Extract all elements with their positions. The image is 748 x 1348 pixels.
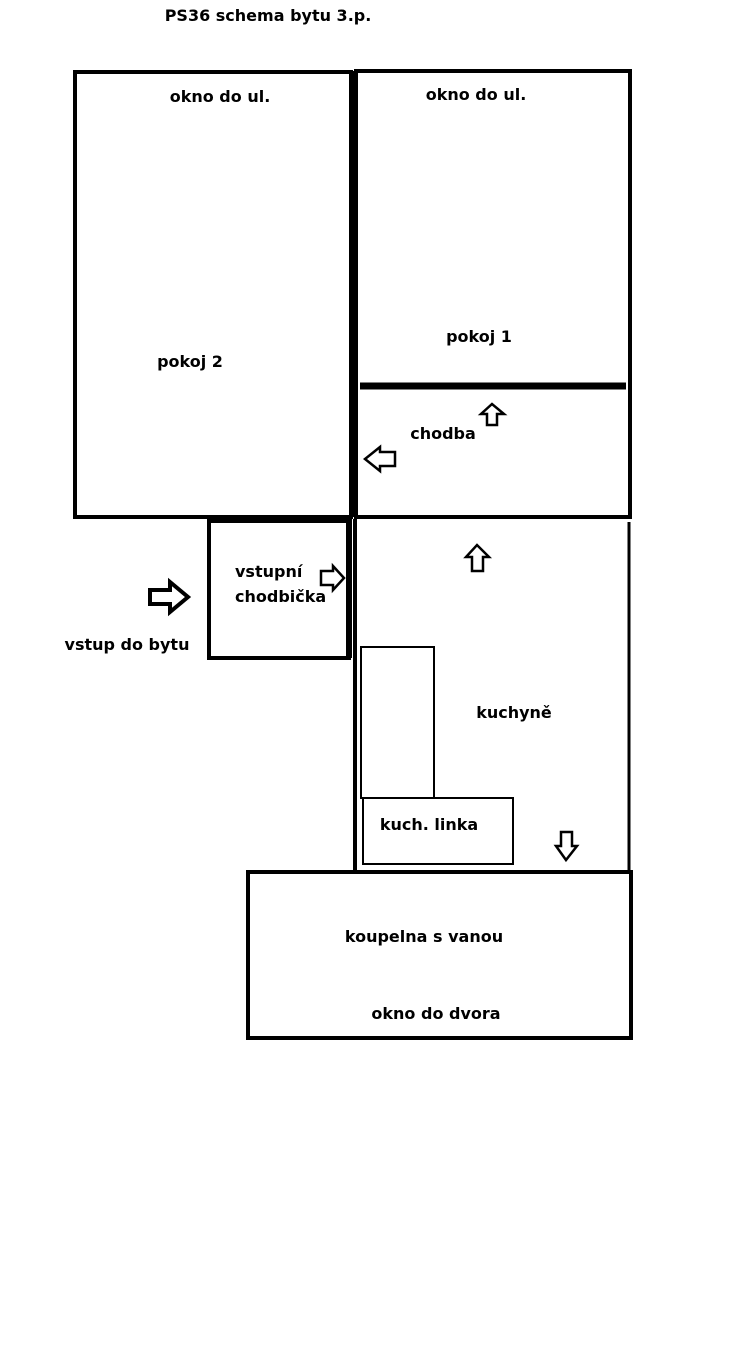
plan-title: PS36 schema bytu 3.p. (165, 6, 372, 25)
label-chodbicka: chodbička (235, 587, 326, 606)
arrow-right-entrance-icon (148, 577, 192, 617)
label-window-pokoj2: okno do ul. (170, 87, 271, 106)
arrow-up-kitchen-icon (463, 543, 493, 573)
arrow-right-corridor-icon (319, 562, 346, 594)
label-koupelna: koupelna s vanou (345, 927, 503, 946)
room-pokoj-2 (73, 70, 353, 519)
room-koupelna (246, 870, 633, 1040)
label-window-dvora: okno do dvora (371, 1004, 500, 1023)
label-vstupni: vstupní (235, 562, 304, 581)
kitchen-unit (360, 646, 435, 799)
kitchen-counter (362, 797, 514, 865)
arrow-left-chodba-icon (362, 444, 397, 474)
label-window-pokoj1: okno do ul. (426, 85, 527, 104)
label-vstup-do-bytu: vstup do bytu (65, 635, 190, 654)
room-pokoj-1 (354, 69, 632, 519)
label-pokoj2: pokoj 2 (157, 352, 223, 371)
arrow-up-pokoj1-icon (477, 402, 508, 427)
label-kuch-linka: kuch. linka (380, 815, 478, 834)
label-chodba: chodba (410, 424, 476, 443)
label-pokoj1: pokoj 1 (446, 327, 512, 346)
label-kuchyne: kuchyně (476, 703, 552, 722)
arrow-down-bathroom-icon (553, 830, 580, 863)
